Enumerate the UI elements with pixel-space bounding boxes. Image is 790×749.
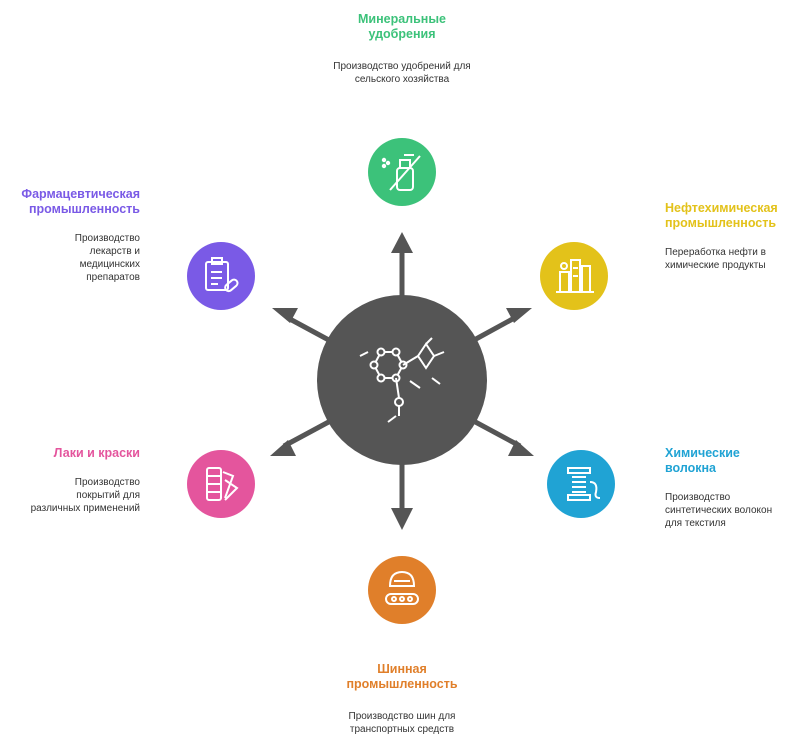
sprayer-icon: [381, 154, 421, 191]
hub-circle: [317, 295, 487, 465]
arrow-lower-right: [466, 415, 534, 456]
fibers-title: Химические волокна: [665, 446, 740, 475]
paints-description: Производство покрытий для различных прим…: [30, 477, 140, 514]
pharma-circle: [187, 242, 255, 310]
petrochemical-title: Нефтехимическая промышленность: [665, 201, 778, 230]
tires-title: Шинная промышленность: [346, 662, 458, 691]
thread-spool-icon: [567, 467, 601, 501]
fibers-description: Производство синтетических волокон для т…: [665, 492, 773, 529]
color-swatch-icon: [206, 467, 239, 501]
fertilizers-description: Производство удобрений для сельского хоз…: [333, 61, 471, 85]
arrow-up: [391, 232, 413, 300]
fertilizers-title: Минеральные удобрения: [358, 12, 446, 41]
conveyor-icon: [385, 570, 419, 605]
molecule-icon: [359, 337, 445, 423]
pharma-title: Фармацевтическая промышленность: [21, 187, 140, 216]
tires-description: Производство шин для транспортных средст…: [348, 711, 456, 735]
fertilizers-circle: [368, 138, 436, 206]
refinery-icon: [556, 259, 594, 293]
arrow-lower-left: [270, 415, 338, 456]
pharma-description: Производство лекарств и медицинских преп…: [74, 233, 140, 283]
paints-title: Лаки и краски: [53, 446, 140, 460]
tires-circle: [368, 556, 436, 624]
petrochemical-description: Переработка нефти в химические продукты: [665, 247, 766, 271]
fibers-circle: [547, 450, 615, 518]
prescription-icon: [205, 257, 239, 293]
